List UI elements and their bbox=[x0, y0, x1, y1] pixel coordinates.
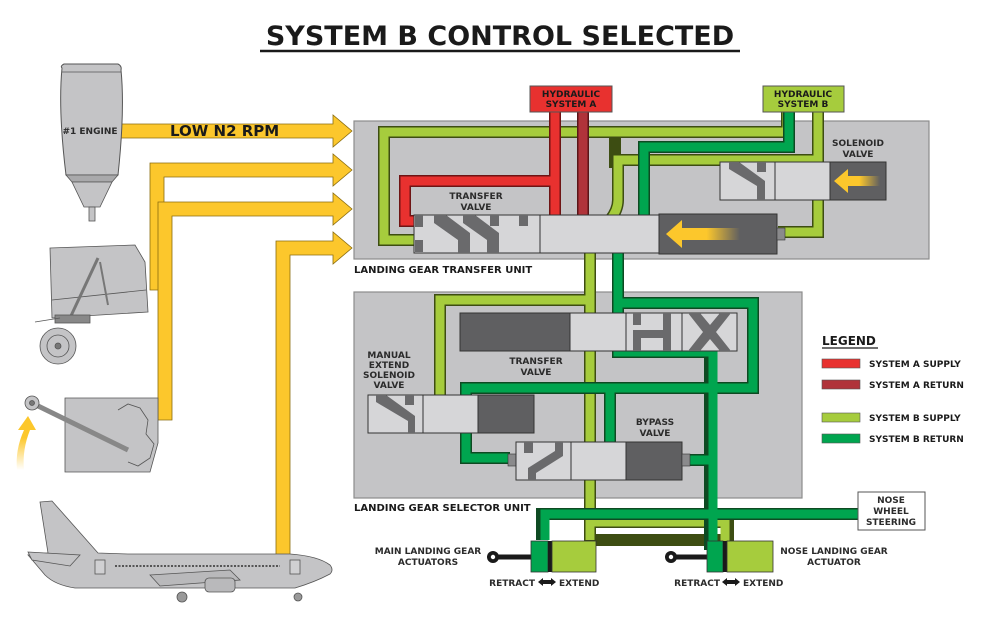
page-title: SYSTEM B CONTROL SELECTED bbox=[266, 21, 734, 52]
hydraulic-system-b-source: HYDRAULIC SYSTEM B bbox=[762, 85, 845, 113]
engine-label: #1 ENGINE bbox=[62, 127, 117, 137]
legend-swatch bbox=[821, 412, 861, 423]
hydraulic-system-a-source: HYDRAULIC SYSTEM A bbox=[529, 85, 613, 113]
engine-signal-label: LOW N2 RPM bbox=[170, 122, 279, 140]
system-b-label-1: HYDRAULIC bbox=[774, 90, 833, 100]
manual-extend-label-4: VALVE bbox=[374, 381, 405, 391]
system-b-label-2: SYSTEM B bbox=[778, 100, 829, 110]
signal-arrows bbox=[119, 114, 353, 556]
main-extend-label: EXTEND bbox=[559, 579, 599, 589]
legend-swatch bbox=[821, 433, 861, 444]
system-a-label-2: SYSTEM A bbox=[546, 100, 597, 110]
nose-retract-extend-arrow-icon bbox=[722, 578, 740, 586]
selector-unit-label: LANDING GEAR SELECTOR UNIT bbox=[354, 503, 531, 514]
nws-label-1: NOSE bbox=[877, 496, 905, 506]
transfer-unit-solenoid-valve bbox=[719, 161, 887, 201]
signal-arrow-nose-gear bbox=[149, 153, 353, 291]
nws-label-2: WHEEL bbox=[873, 507, 909, 517]
manual-extend-label-1: MANUAL bbox=[367, 351, 410, 361]
wheel-well-illustration bbox=[16, 395, 159, 473]
transfer-unit-transfer-valve bbox=[413, 213, 786, 255]
main-gear-actuator bbox=[487, 540, 597, 573]
nose-gear-actuator bbox=[665, 540, 774, 573]
solenoid-valve-label-2: VALVE bbox=[843, 150, 874, 160]
main-actuator-label-2: ACTUATORS bbox=[398, 558, 458, 568]
solenoid-valve-label-1: SOLENOID bbox=[832, 139, 884, 149]
nose-actuator-label-2: ACTUATOR bbox=[807, 558, 861, 568]
bypass-valve-label-2: VALVE bbox=[640, 429, 671, 439]
manual-extend-label-2: EXTEND bbox=[369, 361, 409, 371]
transfer-unit-transfer-valve-label-2: VALVE bbox=[461, 203, 492, 213]
legend-swatch bbox=[821, 358, 861, 369]
nose-gear-illustration bbox=[34, 244, 149, 365]
bypass-valve-label-1: BYPASS bbox=[636, 418, 674, 428]
nose-actuator-label-1: NOSE LANDING GEAR bbox=[780, 547, 888, 557]
legend-title: LEGEND bbox=[822, 334, 876, 348]
solenoid-direction-arrow bbox=[834, 169, 880, 193]
manual-extend-label-3: SOLENOID bbox=[363, 371, 415, 381]
nose-extend-label: EXTEND bbox=[743, 579, 783, 589]
legend-item-label: SYSTEM A SUPPLY bbox=[869, 360, 961, 370]
nose-retract-label: RETRACT bbox=[674, 579, 721, 589]
signal-arrow-wheel-well bbox=[157, 192, 353, 421]
bypass-valve bbox=[507, 441, 691, 481]
airplane-illustration bbox=[27, 500, 333, 603]
manual-extend-solenoid-valve bbox=[367, 394, 535, 434]
legend-item-label: SYSTEM A RETURN bbox=[869, 381, 964, 391]
transfer-unit-transfer-valve-label-1: TRANSFER bbox=[449, 192, 502, 202]
legend-item-label: SYSTEM B RETURN bbox=[869, 435, 964, 445]
transfer-unit-label: LANDING GEAR TRANSFER UNIT bbox=[354, 265, 532, 276]
main-retract-label: RETRACT bbox=[489, 579, 536, 589]
signal-arrow-engine bbox=[119, 114, 353, 148]
nws-label-3: STEERING bbox=[866, 518, 916, 528]
transfer-valve-direction-arrow bbox=[666, 220, 740, 248]
selector-unit-transfer-valve bbox=[459, 312, 738, 352]
legend-item-label: SYSTEM B SUPPLY bbox=[869, 414, 961, 424]
legend: LEGEND SYSTEM A SUPPLY SYSTEM A RETURN SYS… bbox=[821, 334, 964, 445]
nose-wheel-steering-box: NOSE WHEEL STEERING bbox=[857, 491, 926, 531]
signal-arrow-airplane bbox=[275, 231, 353, 556]
selector-transfer-valve-label-1: TRANSFER bbox=[509, 357, 562, 367]
legend-swatch bbox=[821, 379, 861, 390]
system-a-label-1: HYDRAULIC bbox=[542, 90, 601, 100]
main-retract-extend-arrow-icon bbox=[538, 578, 556, 586]
engine-illustration: #1 ENGINE bbox=[60, 63, 123, 222]
selector-transfer-valve-label-2: VALVE bbox=[521, 368, 552, 378]
main-actuator-label-1: MAIN LANDING GEAR bbox=[375, 547, 482, 557]
